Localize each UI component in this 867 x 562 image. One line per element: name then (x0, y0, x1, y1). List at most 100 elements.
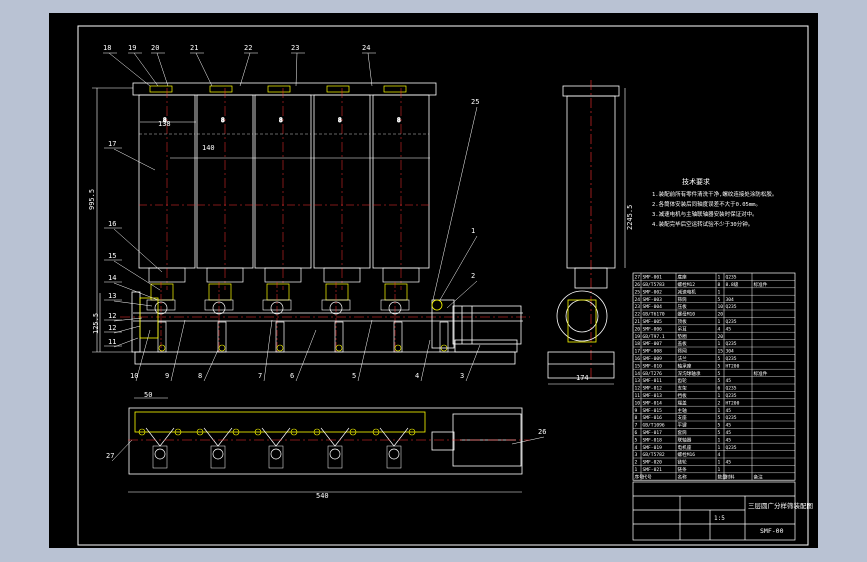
bom-header-cell: 代号 (643, 473, 653, 480)
bom-cell: 3 (635, 452, 638, 458)
bom-cell: 16 (635, 356, 641, 362)
bom-cell: SMF-021 (643, 467, 663, 473)
part-balloon: 19 (128, 44, 136, 52)
leader-line (113, 282, 159, 301)
dim-text-140: 140 (202, 144, 215, 152)
lifting-lug (149, 85, 173, 93)
bom-cell: 齿轮 (678, 377, 688, 384)
leader-line (203, 349, 219, 382)
bom-cell: 筛网 (678, 348, 688, 355)
bom-cell: 1 (718, 393, 721, 399)
bom-cell: 22 (635, 312, 641, 318)
bom-cell: HT200 (726, 400, 740, 406)
lifting-lugs (149, 85, 407, 93)
leader-line (113, 317, 143, 322)
bom-cell: 底座 (678, 274, 688, 281)
leader-line (295, 329, 317, 382)
leader-line (263, 319, 273, 382)
bolt-icon (158, 344, 166, 352)
bom-cell: 5 (718, 423, 721, 429)
bom-cell: 1 (718, 319, 721, 325)
support-post (217, 321, 227, 353)
bom-cell: 10 (718, 304, 724, 310)
leader-line (367, 52, 373, 87)
bom-cell: GB/T97.1 (643, 334, 665, 340)
part-balloon: 11 (108, 338, 116, 346)
part-balloon: 13 (108, 292, 116, 300)
bom-cell: SMF-008 (643, 349, 663, 355)
leader-line (420, 339, 431, 382)
plan-bolt-icon (174, 428, 182, 436)
technical-notes: 技术要求 1.装配前所有零件清洗干净,螺纹连接处涂防松胶。 2.各筒体安装后同轴… (652, 177, 777, 228)
plan-bracket (268, 445, 284, 469)
dim-text-inner: 8 (163, 117, 167, 124)
dim-text-inner: 8 (279, 117, 283, 124)
plan-bearing-icon (270, 448, 282, 460)
bom-cell: 筛筒 (678, 296, 688, 303)
part-balloon: 12 (108, 312, 116, 320)
bom-cell: 1 (718, 341, 721, 347)
leader-line (113, 228, 163, 273)
dim-text-inner: 8 (397, 117, 401, 124)
bom-cell: 7 (635, 423, 638, 429)
bom-cell: 支座 (678, 414, 688, 421)
part-balloon: 14 (108, 274, 116, 282)
bolt-icon (218, 344, 226, 352)
part-balloon: 7 (258, 372, 262, 380)
dim-text-inner: 8 (338, 117, 342, 124)
leader-line (432, 106, 478, 301)
leader-line (113, 260, 161, 291)
bom-cell: 1 (718, 467, 721, 473)
plan-bracket (327, 445, 343, 469)
dim-text-side-height: 2245.5 (626, 205, 634, 230)
leader-line (135, 329, 151, 382)
leader-line (113, 337, 139, 348)
notes-line: 1.装配前所有零件清洗干净,螺纹连接处涂防松胶。 (652, 190, 777, 198)
bom-cell: 5 (718, 378, 721, 384)
side-view (547, 80, 626, 385)
bom-cell: 联轴器 (678, 436, 692, 443)
bom-cell: Q235 (726, 319, 737, 325)
bearing-assemblies (146, 282, 410, 352)
bom-cell: 1 (635, 467, 638, 473)
part-balloon: 27 (106, 452, 114, 460)
bom-cell: 端盖 (678, 399, 688, 406)
part-balloon: 3 (460, 372, 464, 380)
bom-cell: 法兰 (678, 355, 688, 362)
part-balloon: 4 (415, 372, 419, 380)
side-housing-outer (556, 290, 608, 342)
bom-header-cell: 数量 (718, 473, 728, 480)
bom-header-cell: 名称 (678, 473, 688, 480)
bom-cell: SMF-020 (643, 460, 663, 466)
bom-cell: 电机座 (678, 444, 692, 451)
lifting-lug (383, 85, 407, 93)
leader-line (295, 52, 298, 87)
plan-bolt-icon (254, 428, 262, 436)
part-balloon: 25 (471, 98, 479, 106)
bom-cell: SMF-011 (643, 378, 663, 384)
bom-cell: Q235 (726, 445, 737, 451)
drawing-frame (77, 25, 809, 546)
bom-cell: 垫圈 (678, 333, 688, 340)
bom-cell: 20 (718, 334, 724, 340)
plan-units (138, 427, 416, 469)
lifting-lug (326, 85, 350, 93)
bom-cell: 1 (718, 408, 721, 414)
part-balloon: 10 (130, 372, 138, 380)
dim-text-height: 995.5 (88, 189, 96, 210)
plan-outline (128, 407, 523, 475)
title-block (632, 481, 796, 541)
front-view-dimensions (92, 87, 430, 353)
bom-cell: GB/T1096 (643, 423, 665, 429)
dim-text-inner: 8 (221, 117, 225, 124)
plan-rail (134, 411, 426, 433)
bom-cell: GB/T276 (643, 371, 663, 377)
leader-line (511, 436, 545, 445)
bom-cell: 8 (635, 415, 638, 421)
bom-cell: 8.8级 (726, 281, 739, 288)
bom-cell: 链条 (678, 466, 688, 473)
part-balloon: 26 (538, 428, 546, 436)
bom-cell: 15 (718, 349, 724, 355)
bom-cell: 4 (718, 452, 721, 458)
